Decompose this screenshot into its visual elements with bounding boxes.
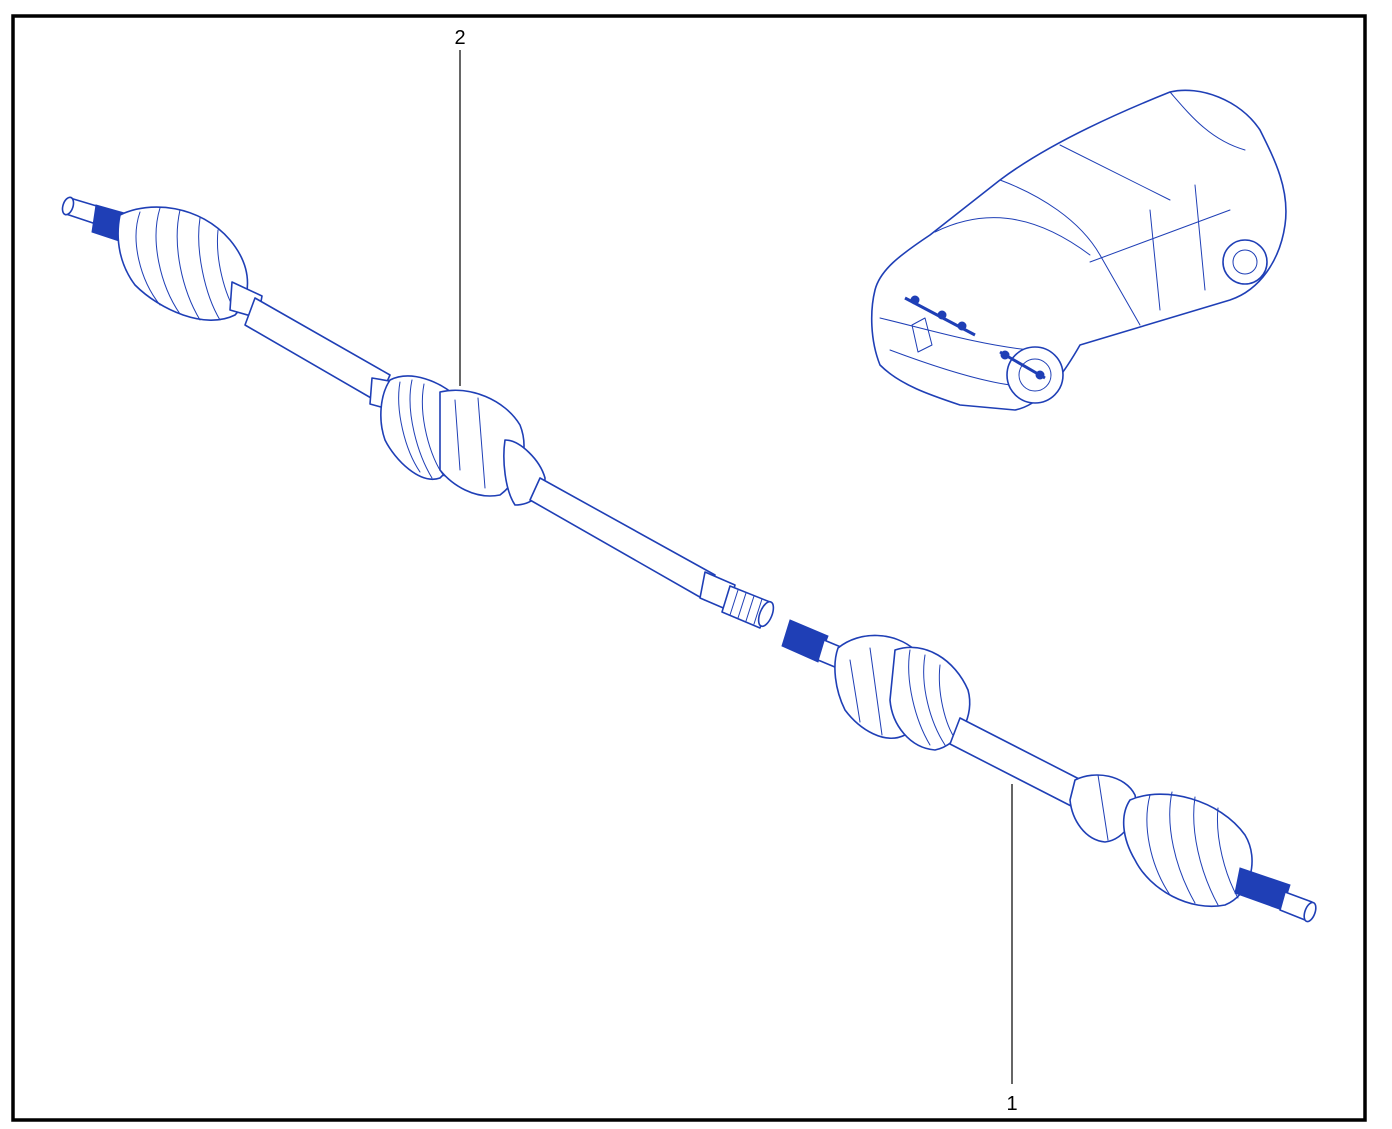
- left-inner-joint: [369, 375, 546, 506]
- drive-shaft-left[interactable]: [60, 196, 776, 629]
- right-outer-joint: [1069, 774, 1317, 923]
- car-locator-icon: [870, 89, 1287, 411]
- callout-1: 1: [1006, 784, 1018, 1115]
- callout-2-label: 2: [454, 27, 465, 49]
- right-inner-joint: [834, 634, 971, 751]
- callout-1-label: 1: [1006, 1093, 1017, 1115]
- drive-shaft-right[interactable]: [781, 619, 1318, 923]
- left-spline-end: [721, 585, 775, 629]
- callout-2: 2: [454, 27, 466, 386]
